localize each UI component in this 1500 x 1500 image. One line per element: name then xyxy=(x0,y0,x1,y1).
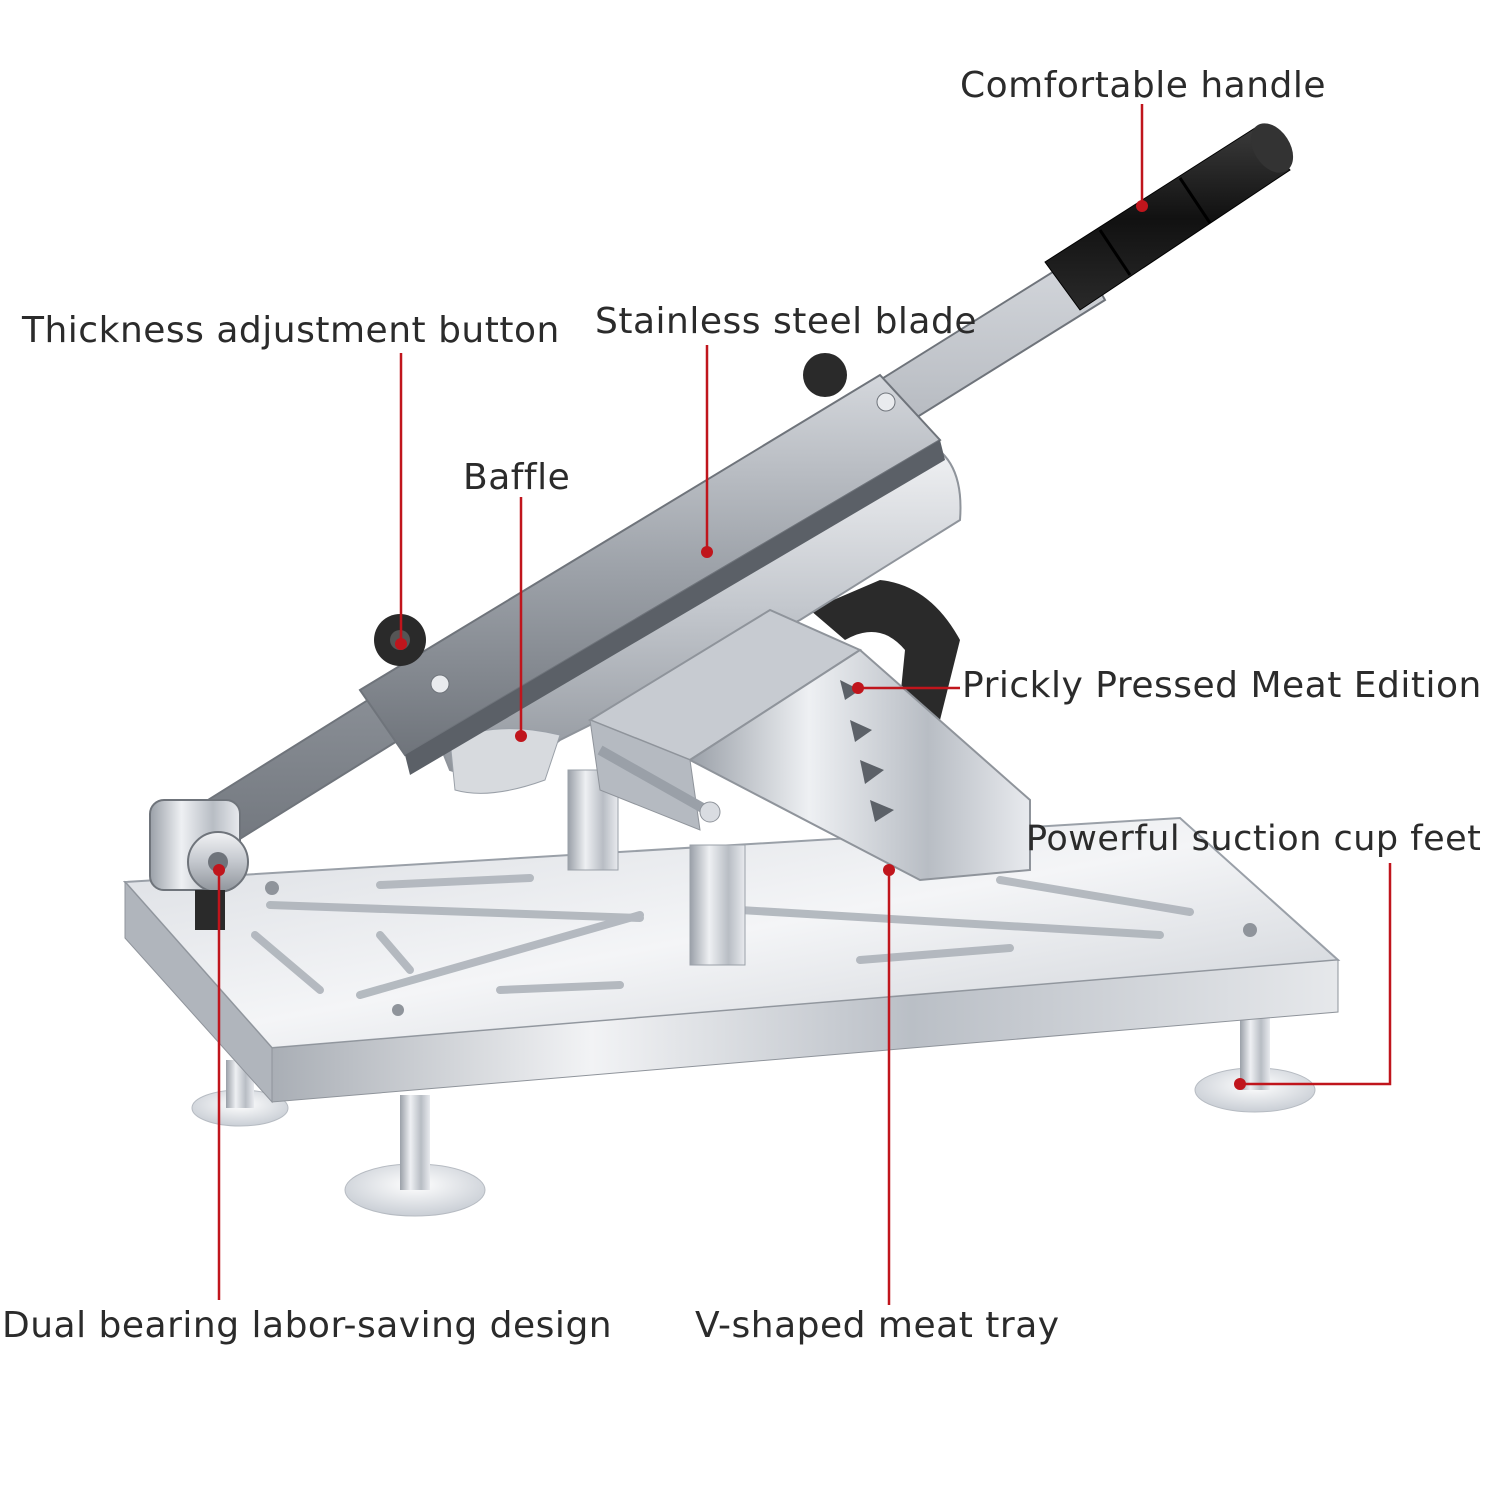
label-dual-bearing-design: Dual bearing labor-saving design xyxy=(2,1305,613,1346)
rear-clamp xyxy=(810,580,960,720)
v-shaped-meat-tray xyxy=(587,608,1031,882)
leader-dots xyxy=(213,200,1246,1090)
label-powerful-suction-cup-feet: Powerful suction cup feet xyxy=(1026,819,1482,859)
label-v-shaped-meat-tray: V-shaped meat tray xyxy=(695,1305,1060,1346)
label-prickly-pressed-meat-edition: Prickly Pressed Meat Edition xyxy=(962,665,1482,706)
label-stainless-steel-blade: Stainless steel blade xyxy=(595,301,977,342)
label-comfortable-handle: Comfortable handle xyxy=(960,65,1327,106)
label-baffle: Baffle xyxy=(463,457,571,498)
leader-lines xyxy=(217,104,1392,1305)
blade-arm xyxy=(158,253,1107,872)
tray-support xyxy=(567,769,746,966)
label-thickness-adjustment-button: Thickness adjustment button xyxy=(22,310,560,351)
handle-grip xyxy=(1044,123,1294,311)
